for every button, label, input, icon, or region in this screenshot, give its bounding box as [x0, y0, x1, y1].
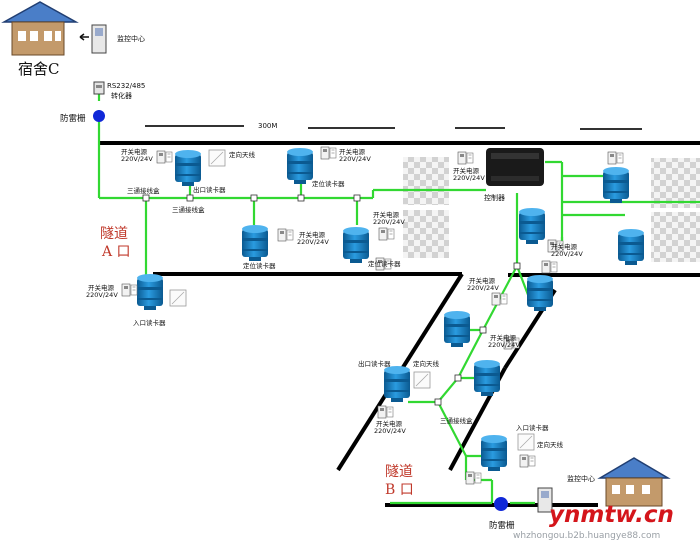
tee-box-label-1: 三通接线盒 [127, 186, 160, 195]
psu-label-line1: 开关电源 [299, 230, 326, 239]
dorm-house-icon [1, 1, 79, 56]
monitor-center-computer-icon [537, 487, 553, 513]
psu-label-line2: 220V/24V [453, 174, 485, 182]
tunnel-a-label-line2: A 口 [101, 244, 131, 260]
power-supply-icon [377, 405, 394, 419]
directional-antenna-icon [208, 149, 226, 167]
psu-label-line2: 220V/24V [121, 155, 153, 163]
directional-antenna-icon [413, 371, 431, 389]
positioning-reader-icon [287, 148, 313, 184]
power-supply-icon [519, 454, 536, 468]
antenna-label: 定向天线 [537, 440, 564, 449]
entry-reader-label: 入口读卡器 [516, 423, 549, 432]
tunnel-b-label-line2: B 口 [385, 482, 414, 498]
lightning-arrester-icon-top [93, 110, 105, 122]
positioning-reader-icon [474, 360, 500, 396]
rs232-485-converter-icon [93, 81, 105, 95]
psu-label-line2: 220V/24V [374, 427, 406, 435]
tunnel-a-label-line1: 隧道 [100, 226, 128, 242]
tunnel-walls [98, 141, 700, 507]
exit-reader-label: 出口读卡器 [358, 359, 391, 368]
entry-reader-icon-b [481, 435, 507, 471]
psu-label-line2: 220V/24V [339, 155, 371, 163]
psu-label-line2: 220V/24V [297, 238, 329, 246]
psu-label-line2: 220V/24V [488, 341, 520, 349]
positioning-reader-label: 定位读卡器 [243, 261, 276, 270]
power-supply-icon [320, 146, 337, 160]
positioning-reader-icon [242, 225, 268, 261]
arrester-label-bottom: 防雷栅 [489, 520, 515, 531]
power-supply-icon [607, 151, 624, 165]
power-supply-icon [491, 292, 508, 306]
controller-label: 控制器 [484, 193, 505, 202]
tee-box-label-3: 三通接线盒 [440, 416, 473, 425]
directional-antenna-icon [169, 289, 187, 307]
power-supply-icon [541, 260, 558, 274]
distance-label: 300M [258, 122, 277, 130]
exit-reader-icon [384, 366, 410, 402]
psu-label-line1: 开关电源 [376, 419, 403, 428]
psu-label-line1: 开关电源 [469, 276, 496, 285]
dorm-house-icon [597, 457, 671, 507]
exit-reader-label: 出口读卡器 [193, 185, 226, 194]
power-supply-icon [121, 283, 138, 297]
monitor-center-label-top: 监控中心 [117, 34, 145, 43]
monitor-center-label-bottom: 监控中心 [567, 474, 595, 483]
positioning-reader-label: 定位读卡器 [312, 179, 345, 188]
psu-label-line2: 220V/24V [373, 218, 405, 226]
power-supply-icon [156, 150, 173, 164]
entry-reader-label: 入口读卡器 [133, 318, 166, 327]
psu-label-line1: 开关电源 [121, 147, 148, 156]
positioning-reader-label: 定位读卡器 [368, 259, 401, 268]
positioning-reader-icon [603, 167, 629, 203]
distance-indicator [145, 125, 642, 130]
positioning-reader-icon [444, 311, 470, 347]
antenna-label: 定向天线 [229, 150, 256, 159]
psu-label-line1: 开关电源 [551, 242, 578, 251]
image-placeholders [403, 157, 700, 262]
lightning-arrester-icon-bottom [494, 497, 508, 511]
dorm-label: 宿舍C [18, 60, 59, 78]
psu-label-line1: 开关电源 [453, 166, 480, 175]
power-supply-icon [457, 151, 474, 165]
psu-label-line1: 开关电源 [490, 333, 517, 342]
directional-antenna-icon [517, 433, 535, 451]
cable-network [97, 82, 700, 505]
controller-icon [486, 148, 544, 186]
tunnel-b-label-line1: 隧道 [385, 464, 413, 480]
tee-box-label-2: 三通接线盒 [172, 205, 205, 214]
positioning-reader-icon [343, 227, 369, 263]
power-supply-icon [378, 227, 395, 241]
exit-reader-icon [175, 150, 201, 186]
positioning-reader-icon [618, 229, 644, 265]
watermark-logo: ynmtw.cn [549, 502, 674, 528]
psu-label-line1: 开关电源 [339, 147, 366, 156]
arrester-label-top: 防雷栅 [60, 113, 86, 124]
positioning-reader-icon [527, 275, 553, 311]
psu-label-line1: 开关电源 [88, 283, 115, 292]
monitor-center-computer-icon [79, 24, 107, 54]
psu-label-line2: 220V/24V [467, 284, 499, 292]
watermark-url: whzhongou.b2b.huangye88.com [513, 531, 660, 541]
converter-label-line2: 转化器 [111, 91, 132, 100]
antenna-label: 定向天线 [413, 359, 440, 368]
power-supply-icon [465, 471, 482, 485]
converter-label-line1: RS232/485 [107, 82, 145, 90]
psu-label-line1: 开关电源 [373, 210, 400, 219]
entry-reader-icon-a [137, 274, 163, 310]
positioning-reader-icon [519, 208, 545, 244]
tee-junction-boxes [142, 194, 521, 406]
power-supply-icon [277, 228, 294, 242]
psu-label-line2: 220V/24V [86, 291, 118, 299]
psu-label-line2: 220V/24V [551, 250, 583, 258]
